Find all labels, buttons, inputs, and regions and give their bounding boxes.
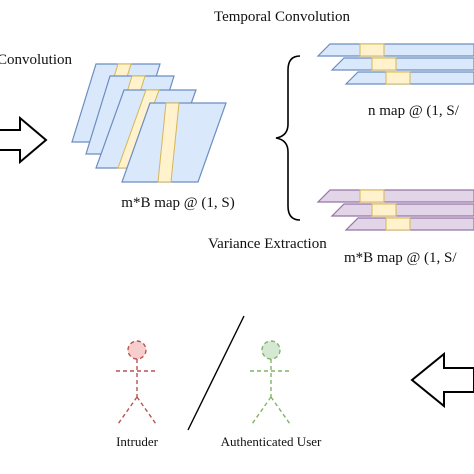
feature-map: [121, 102, 227, 183]
output-arrow: [410, 351, 474, 409]
intruder-label: Intruder: [116, 434, 159, 449]
variance-strip: [330, 203, 474, 217]
authenticated-user-label: Authenticated User: [221, 434, 322, 449]
temporal-strip: [330, 57, 474, 71]
branch-brace: [275, 55, 301, 221]
variance-strip: [316, 189, 474, 203]
divider-slash: [187, 315, 245, 431]
variance-strip-stack: [316, 189, 474, 231]
input-arrow: [0, 115, 48, 165]
variance-extraction-label: Variance Extraction: [208, 236, 327, 252]
temporal-strip-stack: [316, 43, 474, 85]
authenticated-user-figure: [250, 340, 292, 425]
mb-map-right-label: m*B map @ (1, S/: [344, 250, 457, 266]
temporal-strip: [344, 71, 474, 85]
intruder-figure: [116, 340, 158, 425]
temporal-convolution-label: Temporal Convolution: [214, 9, 351, 25]
n-map-label: n map @ (1, S/: [368, 103, 460, 119]
feature-map-stack: [71, 63, 227, 183]
variance-strip: [344, 217, 474, 231]
mb-map-left-label: m*B map @ (1, S): [121, 195, 234, 211]
convolution-label: Convolution: [0, 52, 73, 68]
temporal-strip: [316, 43, 474, 57]
user-head: [261, 340, 281, 360]
intruder-head: [127, 340, 147, 360]
